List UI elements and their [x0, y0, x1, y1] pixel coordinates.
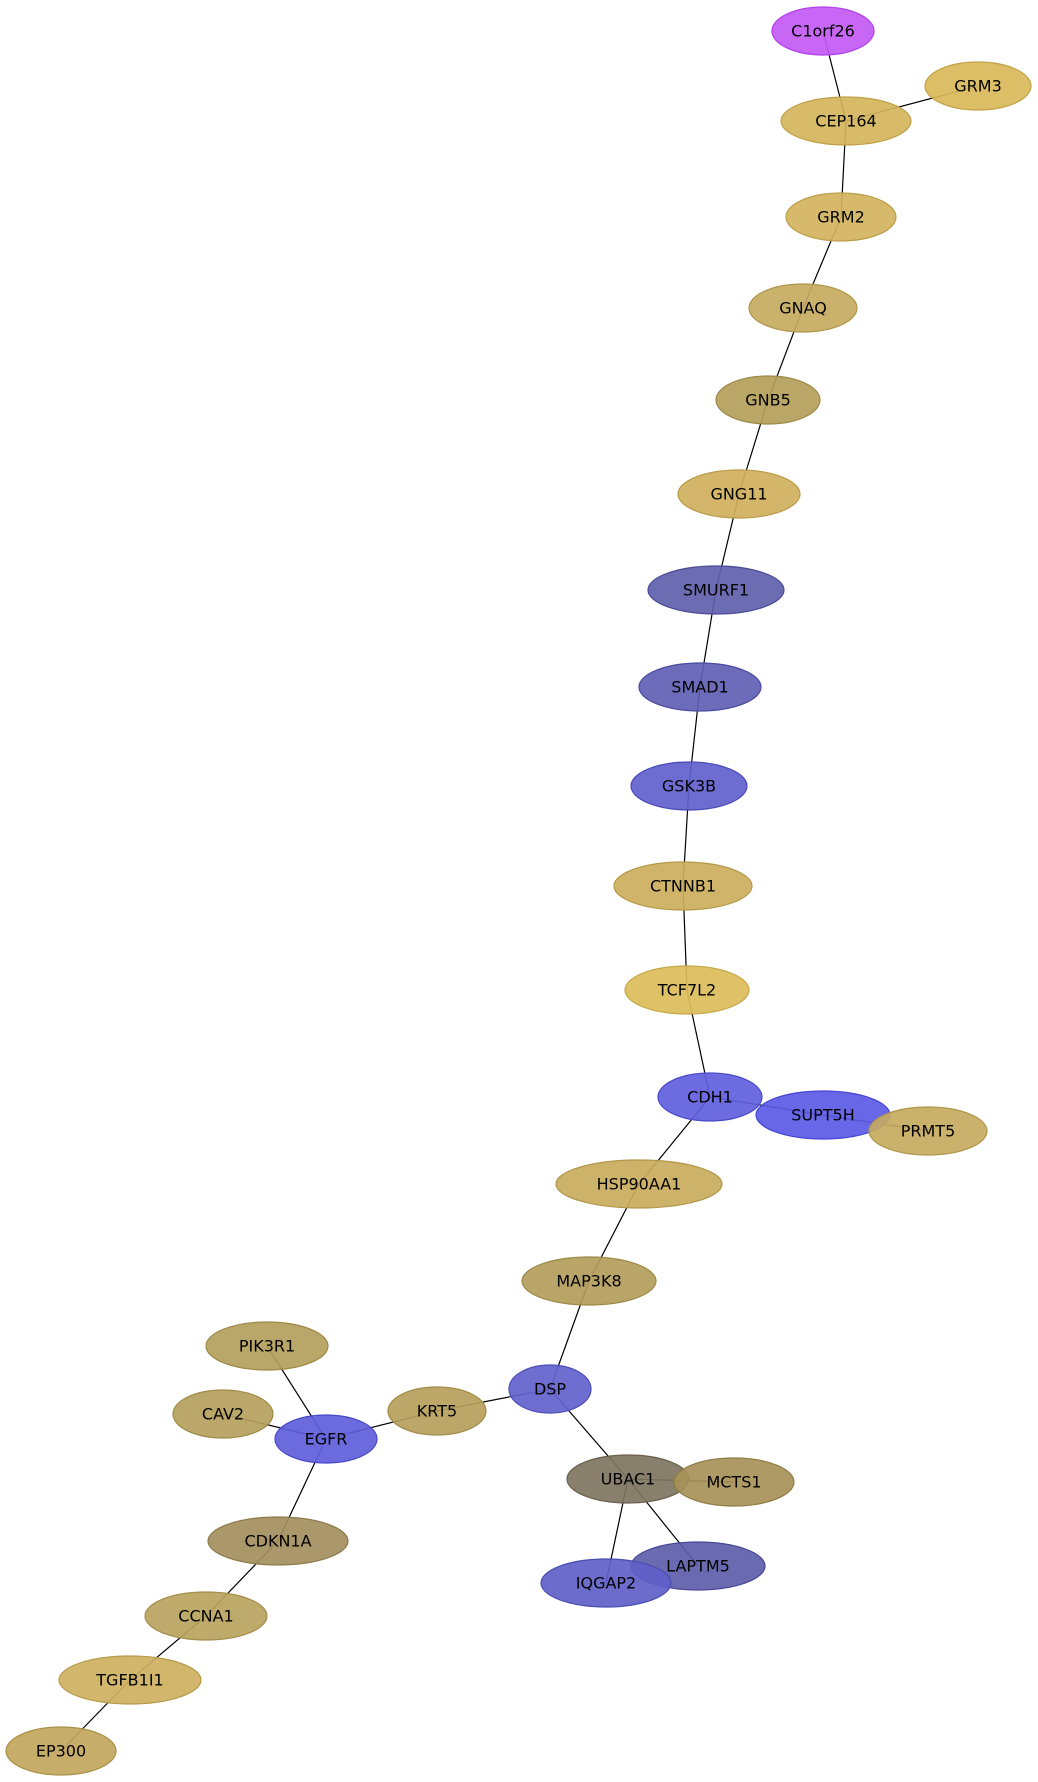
node-shape — [638, 662, 762, 712]
node-shape — [387, 1386, 487, 1436]
node-grm3[interactable]: GRM3 — [924, 61, 1032, 111]
node-gng11[interactable]: GNG11 — [677, 469, 801, 519]
node-gnaq[interactable]: GNAQ — [748, 283, 858, 333]
node-shape — [924, 61, 1032, 111]
node-label: HSP90AA1 — [597, 1175, 682, 1194]
node-gsk3b[interactable]: GSK3B — [630, 761, 748, 811]
node-label: CCNA1 — [178, 1607, 233, 1626]
node-prmt5[interactable]: PRMT5 — [868, 1106, 988, 1156]
node-cdkn1a[interactable]: CDKN1A — [207, 1516, 349, 1566]
node-dsp[interactable]: DSP — [508, 1364, 592, 1414]
node-label: GRM3 — [954, 77, 1002, 96]
node-hsp90aa1[interactable]: HSP90AA1 — [555, 1159, 723, 1209]
node-label: GSK3B — [662, 777, 716, 796]
node-label: CDH1 — [687, 1088, 733, 1107]
node-label: TGFB1I1 — [95, 1671, 163, 1690]
node-tgfb1i1[interactable]: TGFB1I1 — [58, 1655, 202, 1705]
node-shape — [540, 1558, 672, 1608]
node-label: DSP — [534, 1380, 566, 1399]
node-label: SMAD1 — [671, 678, 728, 697]
node-shape — [780, 96, 912, 146]
node-shape — [508, 1364, 592, 1414]
node-label: MAP3K8 — [556, 1272, 621, 1291]
node-shape — [630, 761, 748, 811]
node-label: GNG11 — [710, 485, 767, 504]
node-label: UBAC1 — [601, 1470, 656, 1489]
node-label: EGFR — [305, 1430, 348, 1449]
node-shape — [172, 1389, 274, 1439]
node-smad1[interactable]: SMAD1 — [638, 662, 762, 712]
node-label: PRMT5 — [901, 1122, 956, 1141]
node-cep164[interactable]: CEP164 — [780, 96, 912, 146]
node-shape — [205, 1321, 329, 1371]
node-label: CEP164 — [815, 112, 876, 131]
node-grm2[interactable]: GRM2 — [785, 192, 897, 242]
node-smurf1[interactable]: SMURF1 — [647, 565, 785, 615]
node-ubac1[interactable]: UBAC1 — [566, 1454, 690, 1504]
node-label: CDKN1A — [244, 1532, 311, 1551]
node-shape — [785, 192, 897, 242]
node-shape — [555, 1159, 723, 1209]
node-shape — [647, 565, 785, 615]
node-label: C1orf26 — [791, 22, 855, 41]
node-pik3r1[interactable]: PIK3R1 — [205, 1321, 329, 1371]
node-shape — [673, 1457, 795, 1507]
node-label: GRM2 — [817, 208, 865, 227]
node-label: EP300 — [36, 1742, 86, 1761]
node-cdh1[interactable]: CDH1 — [657, 1072, 763, 1122]
node-label: KRT5 — [417, 1402, 457, 1421]
node-iqgap2[interactable]: IQGAP2 — [540, 1558, 672, 1608]
node-label: IQGAP2 — [576, 1574, 636, 1593]
node-label: TCF7L2 — [657, 981, 716, 1000]
node-shape — [715, 375, 821, 425]
node-ccna1[interactable]: CCNA1 — [144, 1591, 268, 1641]
node-shape — [207, 1516, 349, 1566]
node-shape — [748, 283, 858, 333]
node-shape — [144, 1591, 268, 1641]
node-shape — [274, 1414, 378, 1464]
node-cav2[interactable]: CAV2 — [172, 1389, 274, 1439]
node-shape — [868, 1106, 988, 1156]
node-c1orf26[interactable]: C1orf26 — [771, 6, 875, 56]
node-tcf7l2[interactable]: TCF7L2 — [624, 965, 750, 1015]
node-gnb5[interactable]: GNB5 — [715, 375, 821, 425]
node-shape — [521, 1256, 657, 1306]
node-label: SUPT5H — [791, 1106, 855, 1125]
node-label: MCTS1 — [706, 1473, 761, 1492]
node-shape — [771, 6, 875, 56]
node-label: CTNNB1 — [650, 877, 716, 896]
node-shape — [5, 1726, 117, 1776]
node-label: GNB5 — [745, 391, 791, 410]
node-ctnnb1[interactable]: CTNNB1 — [613, 861, 753, 911]
node-label: LAPTM5 — [666, 1557, 730, 1576]
node-shape — [58, 1655, 202, 1705]
node-ep300[interactable]: EP300 — [5, 1726, 117, 1776]
node-shape — [677, 469, 801, 519]
edge-layer — [60, 30, 979, 1752]
node-krt5[interactable]: KRT5 — [387, 1386, 487, 1436]
node-mcts1[interactable]: MCTS1 — [673, 1457, 795, 1507]
node-label: GNAQ — [779, 299, 827, 318]
node-shape — [624, 965, 750, 1015]
node-egfr[interactable]: EGFR — [274, 1414, 378, 1464]
node-shape — [657, 1072, 763, 1122]
node-shape — [613, 861, 753, 911]
node-label: SMURF1 — [683, 581, 749, 600]
node-label: PIK3R1 — [239, 1337, 295, 1356]
node-label: CAV2 — [202, 1405, 244, 1424]
node-map3k8[interactable]: MAP3K8 — [521, 1256, 657, 1306]
